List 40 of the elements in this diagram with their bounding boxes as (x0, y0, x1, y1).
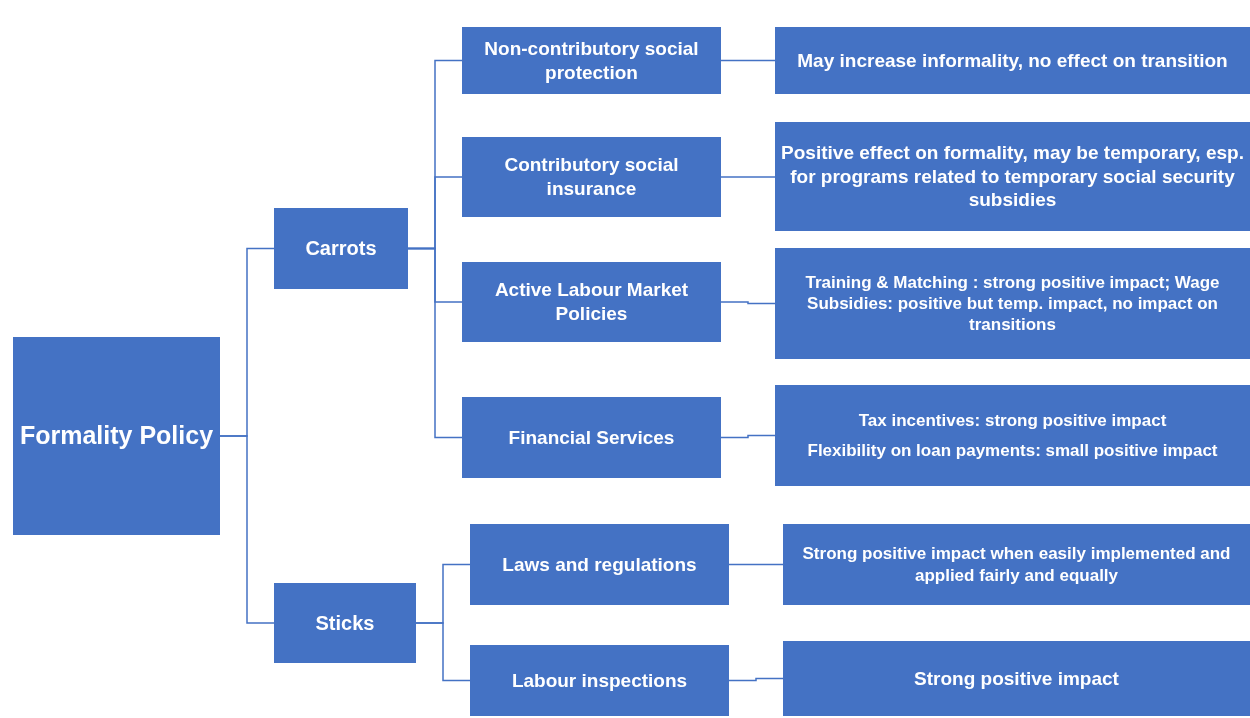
topic-box (274, 583, 416, 663)
box-label: Financial Services (508, 425, 675, 450)
topic-box (462, 137, 721, 217)
box-label: Labour inspections (511, 668, 688, 693)
connector-line (728, 563, 784, 566)
box-label: Non-contributory social protection (483, 36, 700, 85)
connector-line (219, 435, 275, 624)
box-label: Sticks (315, 610, 375, 636)
topic-box (775, 122, 1250, 231)
topic-box (13, 337, 220, 535)
topic-box (470, 645, 729, 716)
topic-box (274, 208, 408, 289)
topic-box (783, 641, 1250, 716)
connector-line (407, 247, 463, 439)
topic-box (462, 27, 721, 94)
connector-line (720, 59, 776, 62)
topic-box (775, 248, 1250, 359)
box-label: Contributory social insurance (503, 153, 680, 201)
topic-box (462, 262, 721, 342)
connector-line (728, 677, 784, 682)
topic-box (462, 397, 721, 478)
box-label: Carrots (305, 236, 377, 261)
box-label: Strong positive impact (914, 666, 1119, 691)
connector-line (415, 622, 471, 682)
topic-box (775, 385, 1250, 486)
box-label: Active Labour Market Policies (493, 278, 690, 326)
box-label: May increase informality, no effect on transition (797, 48, 1228, 73)
box-label: Laws and regulations (502, 552, 697, 577)
topic-box (470, 524, 729, 605)
topic-box (783, 524, 1250, 605)
box-label: Tax incentives: strong positive impact (858, 410, 1167, 432)
connector-line (720, 176, 776, 178)
box-label: Training & Matching : strong positive impact; Wage Subsidies: positive but temp. impact, no impact on transitions (804, 271, 1221, 336)
connector-line (720, 301, 776, 305)
box-label: Flexibility on loan payments: small positive impact (807, 439, 1218, 461)
box-label: Strong positive impact when easily implemented and applied fairly and equally (801, 543, 1232, 586)
box-label: Formality Policy (19, 420, 214, 452)
connector-line (720, 434, 776, 439)
topic-box (775, 27, 1250, 94)
box-label: Positive effect on formality, may be temporary, esp. for programs related to temporary social security subsidies (780, 140, 1245, 213)
